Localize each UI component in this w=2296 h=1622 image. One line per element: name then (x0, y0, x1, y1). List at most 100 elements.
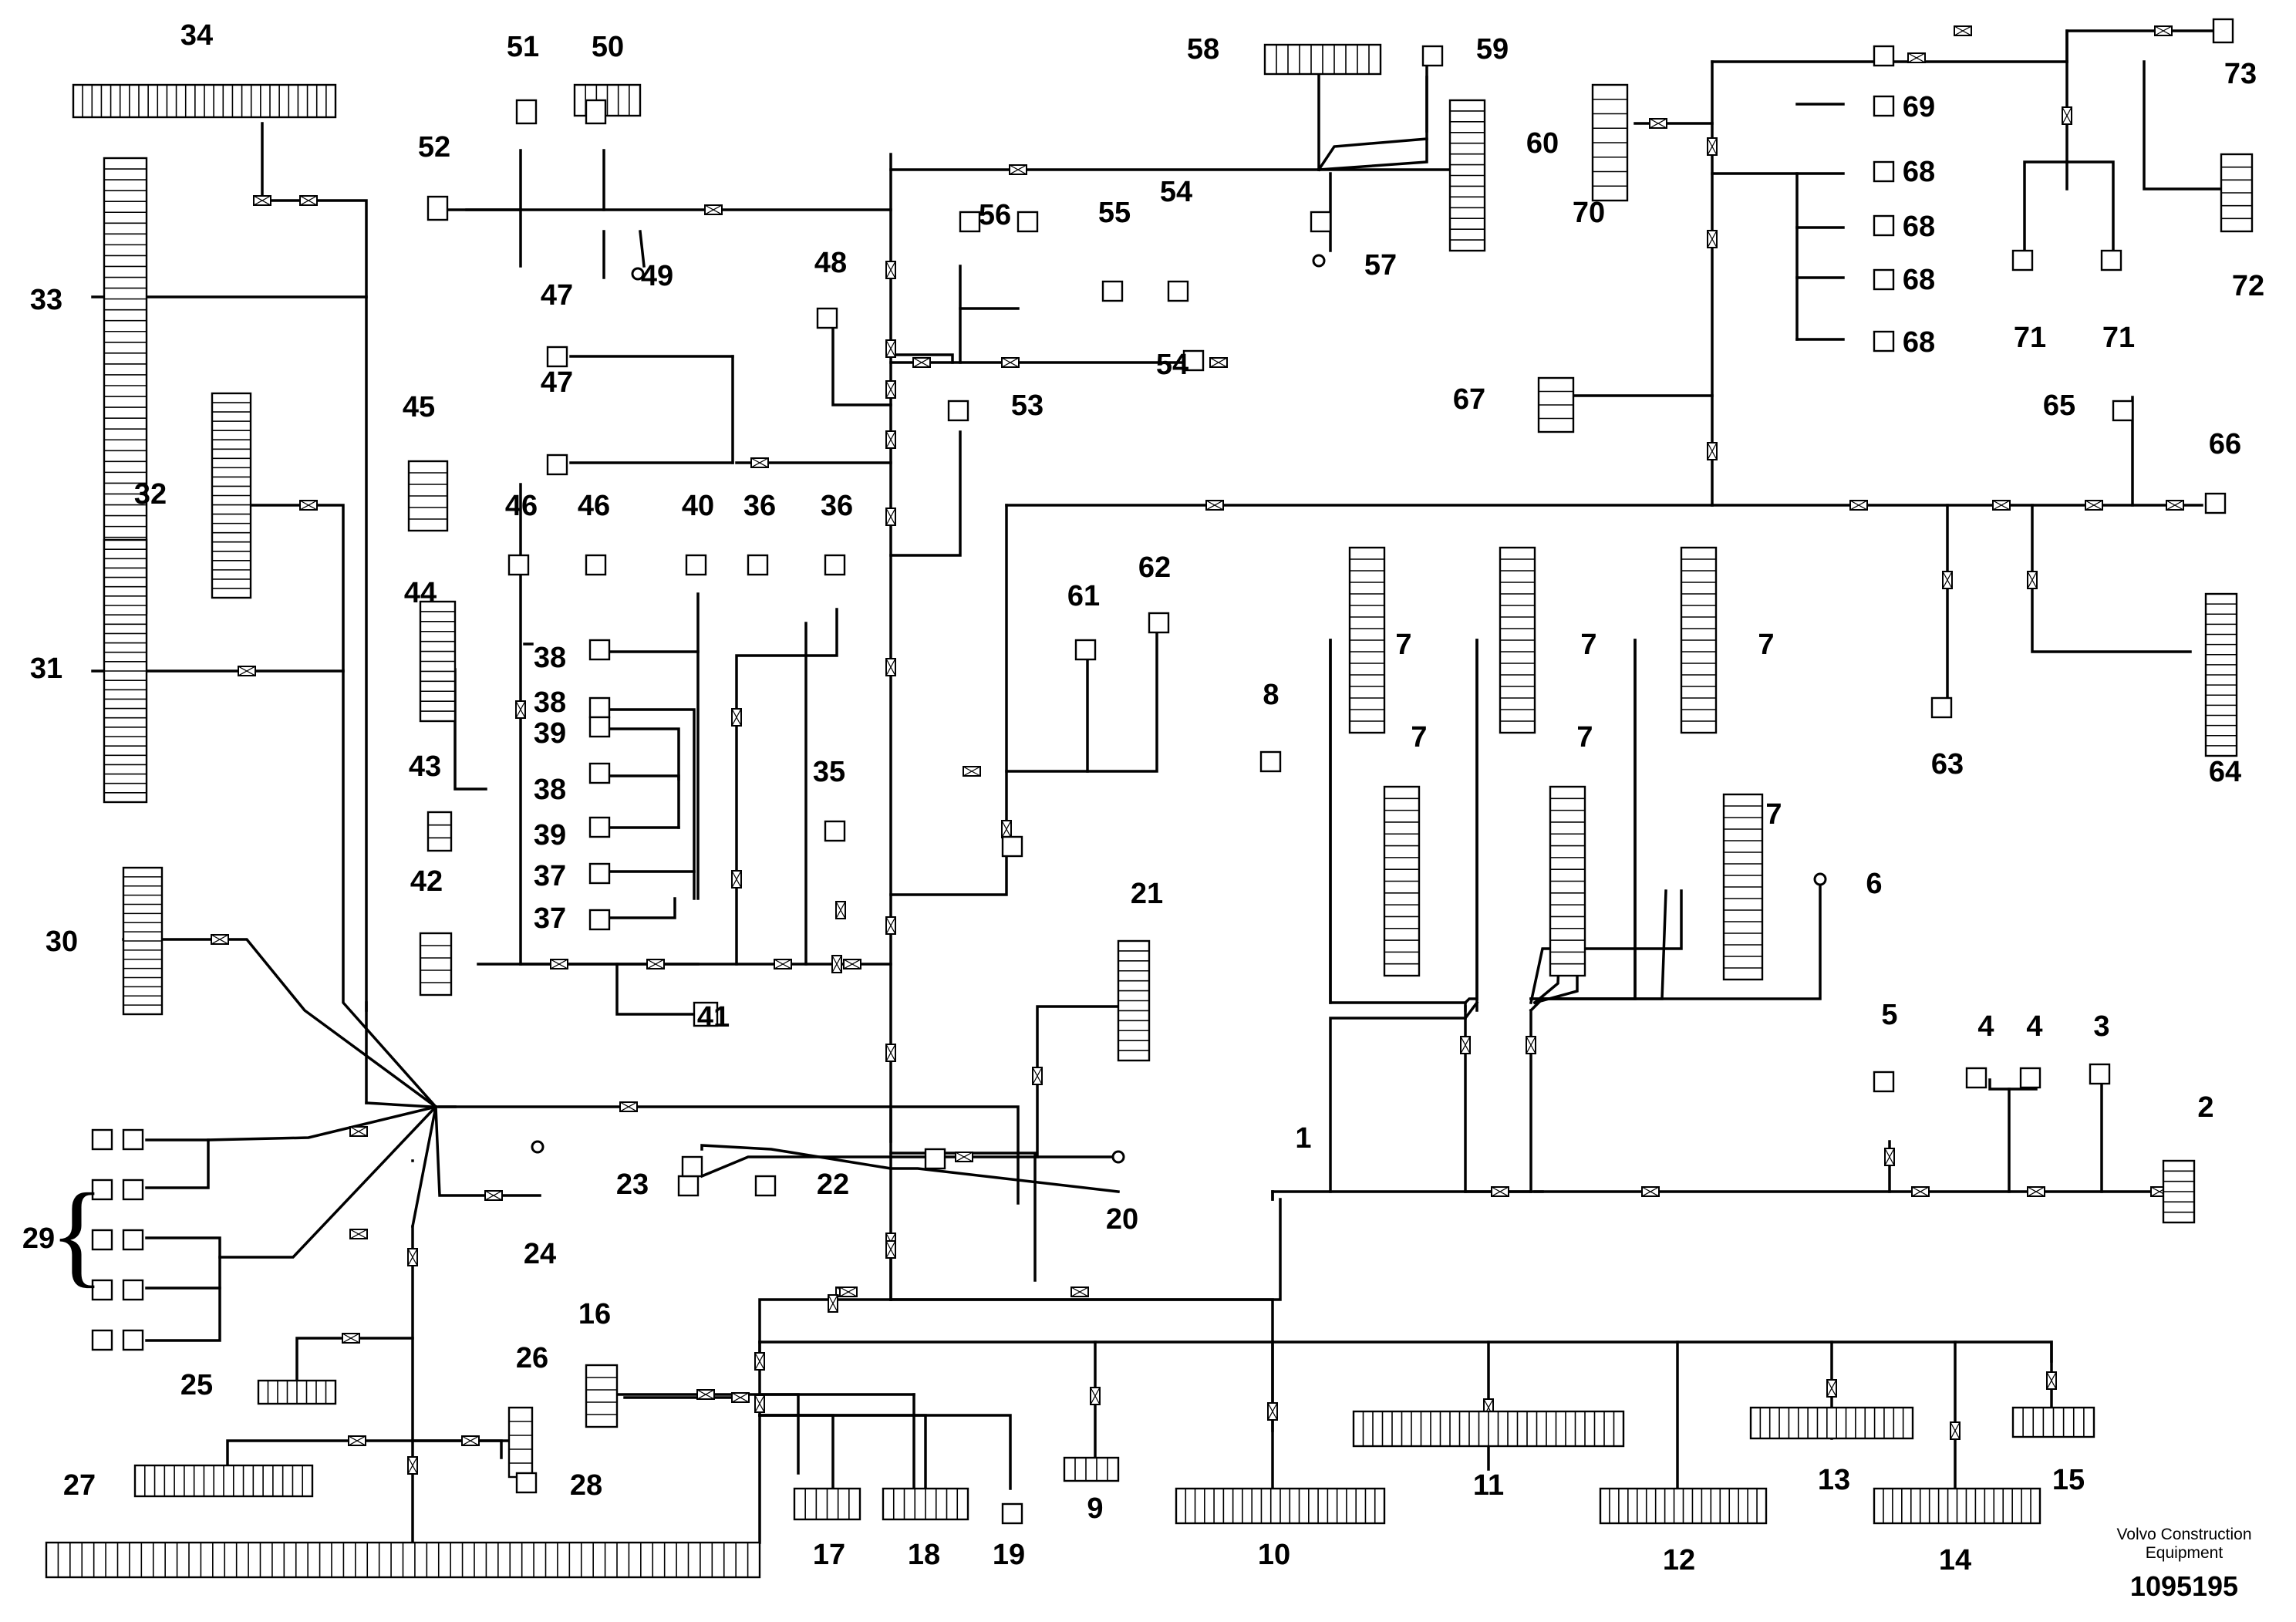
connector-13 (1749, 1406, 1914, 1440)
callout-64: 64 (2209, 756, 2241, 788)
fitting-mark (843, 959, 861, 969)
connector-15 (2011, 1406, 2095, 1438)
wire (261, 122, 368, 1104)
plug (515, 99, 538, 125)
plug (588, 696, 611, 719)
callout-3: 3 (2093, 1010, 2109, 1043)
connector-30 (122, 866, 164, 1016)
callout-7: 7 (1765, 798, 1782, 831)
fitting-mark (1267, 1402, 1278, 1421)
fitting-mark (1992, 500, 2011, 511)
callout-2: 2 (2197, 1091, 2213, 1124)
fitting-mark (1009, 164, 1027, 175)
callout-46: 46 (505, 490, 538, 522)
fitting-mark (750, 457, 769, 468)
wire (145, 1256, 221, 1342)
callout-59: 59 (1476, 33, 1509, 66)
plug (1873, 268, 1895, 291)
ring-terminal (631, 267, 645, 281)
callout-73: 73 (2224, 58, 2257, 90)
callout-52: 52 (418, 131, 450, 164)
wire (889, 504, 1008, 896)
callout-38: 38 (534, 774, 566, 806)
callout-38: 38 (534, 686, 566, 719)
fitting-mark (1070, 1286, 1089, 1297)
fitting-mark (885, 508, 896, 526)
wire (600, 897, 676, 919)
callout-47: 47 (541, 366, 573, 399)
fitting-mark (1907, 52, 1926, 63)
plug (1167, 280, 1189, 302)
connector-7d (1383, 785, 1421, 977)
plug (1873, 1071, 1895, 1093)
fitting-mark (349, 1126, 368, 1137)
wire (615, 1393, 800, 1475)
callout-28: 28 (570, 1469, 602, 1502)
connector-10 (1175, 1487, 1386, 1525)
wire (758, 1414, 927, 1490)
callout-31: 31 (30, 653, 62, 685)
fitting-mark (1001, 357, 1020, 368)
plug (546, 454, 568, 476)
wire (1329, 1017, 1467, 1193)
wire (226, 1439, 414, 1467)
callout-13: 13 (1818, 1464, 1850, 1496)
fitting-mark (885, 658, 896, 676)
wire (519, 963, 696, 1016)
fitting-mark (731, 1392, 750, 1403)
callout-36: 36 (821, 490, 853, 522)
fitting-mark (1911, 1186, 1930, 1197)
plug (947, 400, 969, 422)
callout-62: 62 (1138, 551, 1171, 584)
wire (600, 727, 680, 781)
fitting-mark (1849, 500, 1868, 511)
connector-43 (426, 811, 453, 852)
plug (1873, 330, 1895, 352)
fitting-mark (963, 766, 981, 777)
fitting-mark (1707, 442, 1718, 460)
connector-body (1063, 1456, 1120, 1482)
callout-40: 40 (682, 490, 714, 522)
callout-20: 20 (1106, 1203, 1138, 1236)
fitting-mark (299, 500, 318, 511)
callout-44: 44 (404, 577, 437, 609)
plug (546, 346, 568, 368)
callout-32: 32 (134, 478, 167, 511)
wire (145, 1104, 438, 1189)
plug (2100, 249, 2122, 271)
wire (411, 1439, 503, 1459)
ring-terminal (1813, 872, 1827, 886)
callout-30: 30 (46, 926, 78, 958)
plug (924, 1148, 946, 1170)
wire (453, 668, 487, 791)
connector-26 (507, 1406, 534, 1479)
callout-69: 69 (1903, 91, 1935, 123)
wire (410, 1104, 438, 1229)
connector-7c (1680, 546, 1718, 734)
wire (2008, 1078, 2038, 1193)
callout-24: 24 (524, 1238, 556, 1270)
plug (754, 1175, 777, 1197)
wire (434, 1105, 541, 1197)
plug (816, 307, 838, 329)
callout-8: 8 (1263, 679, 1279, 711)
wire (1464, 639, 1478, 1012)
fitting-mark (839, 1286, 858, 1297)
ring-terminal (531, 1140, 544, 1154)
callout-53: 53 (1011, 389, 1043, 422)
callout-7: 7 (1576, 721, 1593, 754)
plug (585, 99, 607, 125)
manufacturer-label: Volvo Construction Equipment (2116, 1526, 2252, 1562)
wire (735, 608, 838, 966)
wire (122, 938, 438, 1109)
connector-28 (45, 1541, 761, 1579)
connector-7e (1549, 785, 1586, 977)
fitting-mark (342, 1333, 360, 1344)
connector-body (507, 1406, 534, 1479)
callout-60: 60 (1526, 127, 1559, 160)
fitting-mark (238, 666, 256, 676)
fitting-mark (731, 708, 742, 727)
callout-4: 4 (2026, 1010, 2042, 1043)
callout-14: 14 (1939, 1544, 1971, 1576)
